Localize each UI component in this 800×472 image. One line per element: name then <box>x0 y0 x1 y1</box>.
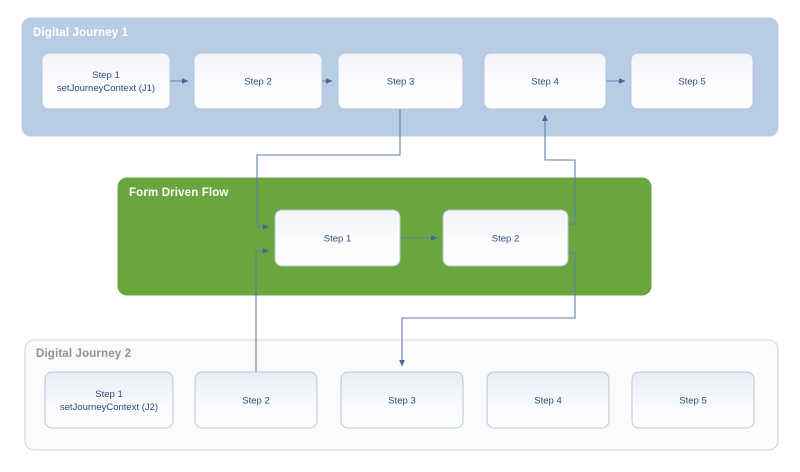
node-box-ff-step2[interactable] <box>442 209 569 267</box>
node-box-j2-step2[interactable] <box>194 371 318 429</box>
node-label-j1-step4-line1: Step 4 <box>531 77 558 88</box>
node-label-j2-step1-line1: Step 1 <box>95 389 122 400</box>
node-ff-step2[interactable]: Step 2 <box>442 209 569 267</box>
node-j1-step1[interactable]: Step 1 setJourneyContext (J1) <box>41 52 171 110</box>
node-j2-step4[interactable]: Step 4 <box>486 371 610 429</box>
node-box-ff-step1[interactable] <box>274 209 401 267</box>
panel-title-form-driven-flow: Form Driven Flow <box>129 187 229 199</box>
connector-j1-step3-to-ff-step1 <box>256 109 401 230</box>
node-label-ff-step1-line1: Step 1 <box>324 234 351 245</box>
node-j1-step5[interactable]: Step 5 <box>630 52 754 110</box>
node-j1-step4[interactable]: Step 4 <box>483 52 607 110</box>
node-label-j1-step3-line1: Step 3 <box>387 77 414 88</box>
connector-ff-step2-to-j2-step3 <box>399 252 576 367</box>
node-box-j1-step5[interactable] <box>630 52 754 110</box>
node-box-j1-step2[interactable] <box>193 52 323 110</box>
node-label-j1-step1-line2: setJourneyContext (J1) <box>57 83 155 94</box>
node-j2-step1[interactable]: Step 1 setJourneyContext (J2) <box>44 371 174 429</box>
node-box-j2-step5[interactable] <box>631 371 755 429</box>
node-box-j2-step4[interactable] <box>486 371 610 429</box>
node-label-j2-step3-line1: Step 3 <box>388 396 415 407</box>
node-box-j2-step1[interactable] <box>44 371 174 429</box>
connector-ff-step2-to-j1-step4 <box>542 114 576 225</box>
node-box-j1-step3[interactable] <box>337 52 464 110</box>
node-label-ff-step2-line1: Step 2 <box>492 234 519 245</box>
node-label-j1-step2-line1: Step 2 <box>244 77 271 88</box>
node-label-j2-step4-line1: Step 4 <box>534 396 561 407</box>
node-label-j1-step1-line1: Step 1 <box>92 70 119 81</box>
node-label-j2-step5-line1: Step 5 <box>679 396 706 407</box>
panel-title-digital-journey-1: Digital Journey 1 <box>33 27 129 39</box>
node-label-j2-step1-line2: setJourneyContext (J2) <box>60 402 158 413</box>
node-ff-step1[interactable]: Step 1 <box>274 209 401 267</box>
connector-j2-step2-to-ff-step1 <box>255 248 270 372</box>
node-j2-step5[interactable]: Step 5 <box>631 371 755 429</box>
node-box-j1-step4[interactable] <box>483 52 607 110</box>
connectors-layer <box>170 78 626 372</box>
node-label-j1-step5-line1: Step 5 <box>678 77 705 88</box>
node-label-j2-step2-line1: Step 2 <box>242 396 269 407</box>
nodes-layer: Step 1 setJourneyContext (J1) Step 2 Step 3… <box>41 52 755 429</box>
node-box-j2-step3[interactable] <box>340 371 464 429</box>
node-j2-step3[interactable]: Step 3 <box>340 371 464 429</box>
node-j1-step3[interactable]: Step 3 <box>337 52 464 110</box>
node-j2-step2[interactable]: Step 2 <box>194 371 318 429</box>
node-j1-step2[interactable]: Step 2 <box>193 52 323 110</box>
node-box-j1-step1[interactable] <box>41 52 171 110</box>
panel-title-digital-journey-2: Digital Journey 2 <box>36 348 131 360</box>
